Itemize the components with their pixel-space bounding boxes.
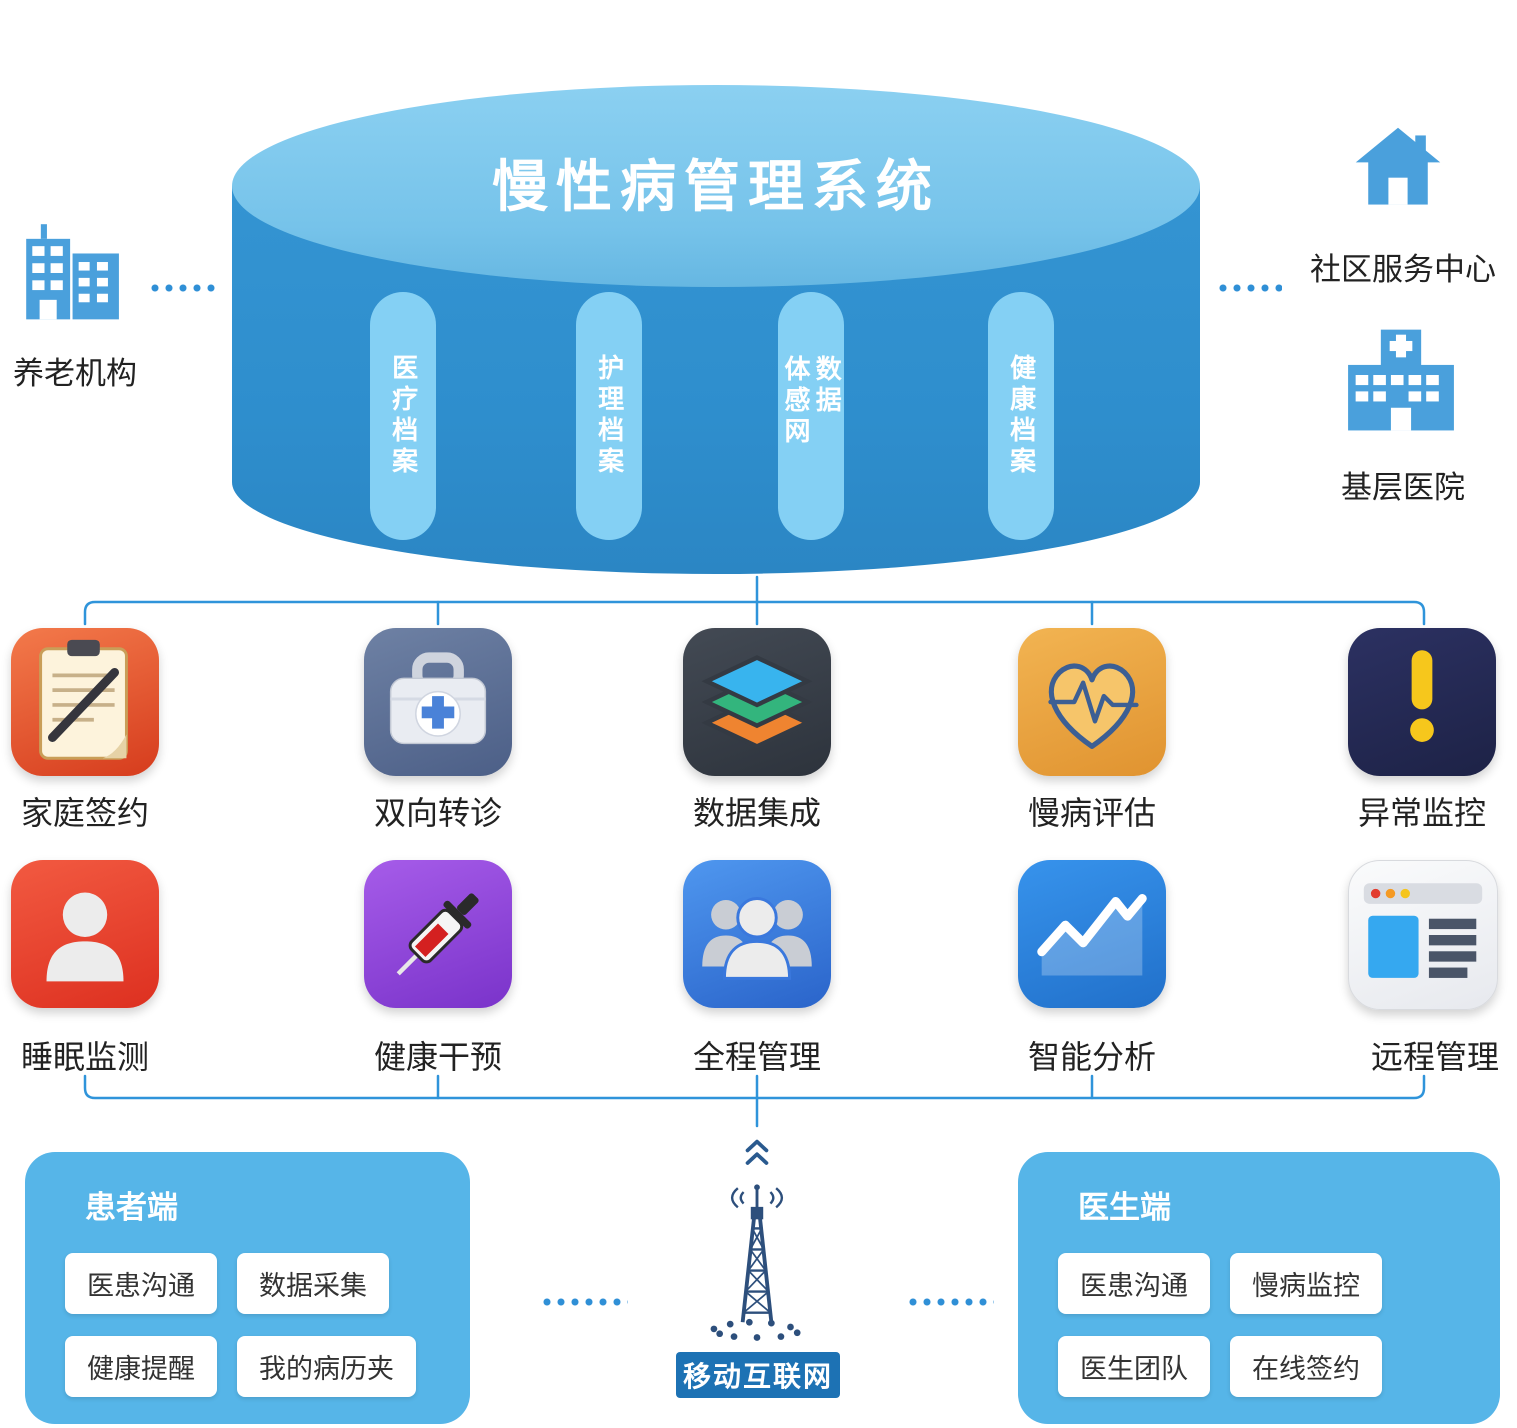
top-right-node-label: 社区服务中心: [1310, 252, 1496, 287]
module-tile-assessment: [1018, 628, 1166, 776]
archive-pill-nursing: 护理档案: [576, 292, 642, 540]
module-label: 智能分析: [1027, 1039, 1156, 1075]
module-tile-referral: [364, 628, 512, 776]
module-tile-full-management: [683, 860, 831, 1008]
module-label: 数据集成: [692, 795, 821, 831]
doctor-chip-doctor-team: 医生团队: [1058, 1336, 1210, 1397]
patient-chip-doctor-patient-communication: 医患沟通: [65, 1253, 217, 1314]
pill-label: 医疗档案: [388, 354, 419, 478]
patient-chip-health-reminder: 健康提醒: [65, 1336, 217, 1397]
module-label: 全程管理: [692, 1039, 821, 1075]
pill-label: 健康档案: [1006, 354, 1037, 478]
pill-label: 体感网数据: [781, 355, 843, 448]
doctor-chip-chronic-monitoring: 慢病监控: [1230, 1253, 1382, 1314]
module-label: 睡眠监测: [20, 1039, 149, 1075]
module-label: 异常监控: [1357, 795, 1486, 831]
module-label: 健康干预: [373, 1039, 502, 1075]
syringe-icon: [396, 893, 479, 976]
archive-pill-health: 健康档案: [988, 292, 1054, 540]
signal-tower-icon: [710, 1184, 801, 1341]
exclamation-icon: [1410, 650, 1434, 742]
dotted-connector-right: [1216, 284, 1282, 292]
module-tile-data-integration: [683, 628, 831, 776]
clipboard-pen-icon: [39, 639, 128, 760]
module-tile-family-signing: [11, 628, 159, 776]
network-label: 移动互联网: [676, 1352, 840, 1398]
browser-window-icon: [1363, 883, 1483, 978]
archive-pill-medical: 医疗档案: [370, 292, 436, 540]
doctor-panel-title: 医生端: [1078, 1190, 1171, 1225]
doctor-chip-doctor-patient-communication: 医患沟通: [1058, 1253, 1210, 1314]
module-tile-sleep-monitor: [11, 860, 159, 1008]
patient-chip-data-collection: 数据采集: [237, 1253, 389, 1314]
pill-label: 护理档案: [594, 354, 625, 478]
module-label: 慢病评估: [1027, 795, 1156, 831]
diagram-title: 慢性病管理系统: [492, 155, 940, 218]
dotted-connector-left: [148, 284, 220, 292]
module-label: 家庭签约: [20, 795, 149, 831]
line-chart-icon: [1037, 894, 1147, 976]
layers-icon: [701, 655, 813, 749]
medical-kit-icon: [389, 652, 487, 745]
bottom-right-node-label: 基层医院: [1341, 470, 1465, 505]
patient-panel-title: 患者端: [85, 1190, 178, 1225]
module-tile-intervention: [364, 860, 512, 1008]
archive-pill-sensor-data: 体感网数据: [778, 292, 844, 540]
left-node-label: 养老机构: [13, 356, 137, 391]
buildings-icon: [26, 224, 119, 320]
doctor-chip-online-signing: 在线签约: [1230, 1336, 1382, 1397]
person-icon: [46, 892, 124, 982]
module-label: 双向转诊: [373, 795, 502, 831]
chevron-up-icon: [745, 1139, 769, 1165]
house-icon: [1355, 127, 1441, 205]
hospital-icon: [1348, 329, 1454, 431]
people-group-icon: [702, 897, 812, 980]
heart-ecg-icon: [1048, 663, 1139, 749]
doctor-panel: 医生端 医患沟通 慢病监控 医生团队 在线签约: [1018, 1152, 1500, 1424]
patient-chip-my-medical-records: 我的病历夹: [237, 1336, 416, 1397]
patient-panel: 患者端 医患沟通 数据采集 健康提醒 我的病历夹: [25, 1152, 470, 1424]
dotted-connector-doctor-network: [906, 1298, 994, 1306]
module-tile-smart-analysis: [1018, 860, 1166, 1008]
dotted-connector-patient-network: [540, 1298, 628, 1306]
module-tile-anomaly-monitor: [1348, 628, 1496, 776]
system-cylinder-top: [232, 85, 1200, 287]
module-tile-remote-management: [1348, 860, 1498, 1010]
module-label: 远程管理: [1370, 1039, 1499, 1075]
